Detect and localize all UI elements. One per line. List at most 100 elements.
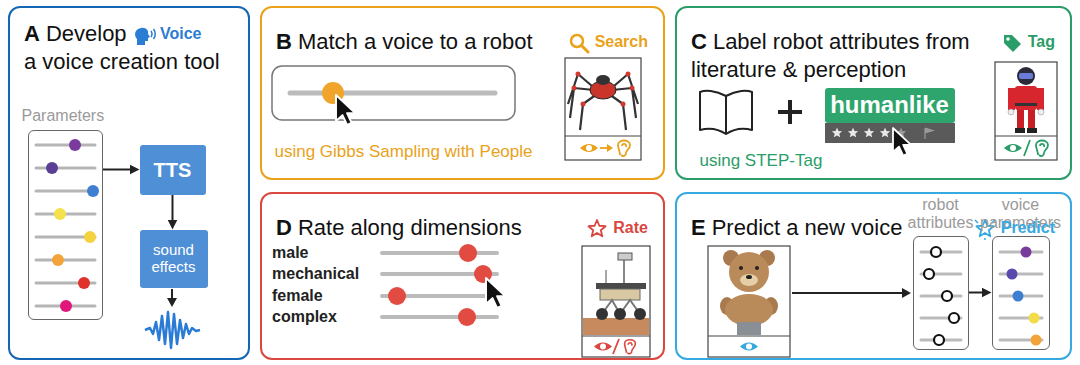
rate-icon-part (589, 220, 606, 236)
spider-robot (581, 102, 586, 107)
mars-rover (596, 283, 646, 289)
attribute-slider-tracks (1000, 273, 1042, 276)
mars-rover (600, 289, 640, 300)
panel-letter: D (276, 215, 292, 240)
book-icon (725, 96, 727, 134)
panel-heading: Search BMatch a voice to a robot (276, 28, 648, 56)
method-tag: Rate (586, 214, 648, 242)
robot-photo-frame (995, 62, 1057, 160)
voice-icon-part (135, 28, 150, 45)
input-arrow (902, 288, 911, 298)
parameter-slider-knobs (46, 162, 58, 174)
attribute-markers (924, 269, 934, 279)
parameter-slider-knobs (46, 139, 99, 312)
robot-photo-frame (565, 135, 641, 136)
box-label: TTS (154, 159, 192, 181)
process-box: sound effects (140, 230, 208, 288)
robot-photo-frame (582, 246, 650, 357)
panel-heading: VoiceADevelop a voice creation tool (24, 20, 233, 76)
mars-rover (583, 253, 649, 335)
modality-icon (613, 339, 619, 354)
parameter-slider-knobs (54, 208, 66, 220)
tag-label: Rate (613, 219, 648, 236)
method-note: using Gibbs Sampling with People (275, 141, 676, 162)
rating-bar (825, 123, 955, 156)
parameter-slider-tracks (36, 190, 95, 193)
parameter-slider-knobs (69, 139, 81, 151)
robot-photo-frame (708, 246, 790, 357)
rating-bar (864, 128, 874, 138)
mars-rover (605, 270, 607, 283)
rating-slider-tracks (382, 253, 497, 317)
humanoid-toy-robot (1038, 109, 1044, 115)
input-arrow (792, 292, 903, 294)
spider-robot (568, 72, 638, 131)
parameter-box: voice parameters (978, 196, 1064, 350)
panel-heading: RateDRate along dimensions (276, 214, 648, 242)
spider-robot (626, 72, 631, 77)
parameter-slider-knobs (78, 277, 90, 289)
predicted-parameter-knobs (1007, 247, 1042, 346)
panel-letter: B (276, 29, 292, 54)
flow-arrow (969, 292, 984, 294)
tag-label: Predict (1001, 219, 1055, 236)
panel-letter: A (24, 21, 40, 46)
slider-panel (28, 130, 103, 320)
robot-photo-frame (708, 335, 790, 336)
rating-slider-knobs (388, 244, 492, 326)
flow-arrow (172, 195, 174, 222)
modality-icon (594, 339, 635, 354)
modality-icon (1024, 140, 1030, 156)
rating-bar (825, 123, 955, 143)
book-icon (700, 91, 752, 134)
teddy-bear-puppet (740, 274, 758, 286)
method-tag: Search (568, 28, 648, 56)
rating-slider-knobs (388, 287, 406, 305)
dimension-label: mechanical (272, 264, 359, 283)
humanoid-toy-robot (1028, 110, 1035, 128)
rating-bar (893, 128, 911, 156)
humanoid-toy-robot (1037, 88, 1044, 110)
panel-title: Label robot attributes from literature &… (691, 29, 970, 82)
mars-rover (618, 253, 632, 260)
panel: SearchBMatch a voice to a robotusing Gib… (260, 6, 665, 180)
modality-icon (600, 147, 608, 149)
spider-robot (572, 86, 577, 91)
flow-arrow (103, 169, 132, 171)
robot-photo-frame (565, 58, 1057, 357)
mars-rover (596, 308, 608, 320)
rating-slider-tracks (382, 251, 497, 255)
mars-rover (623, 258, 625, 286)
voice-icon-part (151, 29, 155, 39)
attribute-slider-tracks (921, 252, 1042, 340)
rate-icon (586, 218, 610, 240)
attribute-markers (924, 247, 959, 345)
dimension-label: complex (272, 307, 337, 326)
teddy-bear-puppet (739, 266, 743, 270)
modality-icon (1036, 141, 1048, 157)
rating-bar (925, 128, 933, 139)
predicted-parameter-knobs (1029, 313, 1040, 324)
modality-icon (607, 144, 613, 152)
box-label: sound effects (144, 242, 204, 275)
panel-title: Match a voice to a robot (298, 29, 533, 54)
teddy-bear-puppet (737, 322, 761, 335)
teddy-bear-puppet (720, 250, 778, 335)
parameter-box: Parameters (22, 106, 112, 320)
spider-robot (621, 102, 626, 107)
waveform-arrow (171, 289, 173, 299)
modality-icon (580, 144, 598, 152)
search-slider (272, 66, 515, 120)
rating-slider-knobs (458, 308, 476, 326)
box-heading: robot attributes (905, 196, 977, 232)
plus-sign (788, 100, 792, 124)
modality-icon (1004, 140, 1048, 156)
predict-icon-part (976, 220, 993, 236)
tag-icon-part (1006, 37, 1010, 41)
eye-icon (740, 343, 758, 351)
waveform-arrow (167, 289, 177, 307)
teddy-bear-puppet (755, 266, 759, 270)
attribute-markers (949, 313, 959, 323)
spider-robot (630, 86, 635, 91)
